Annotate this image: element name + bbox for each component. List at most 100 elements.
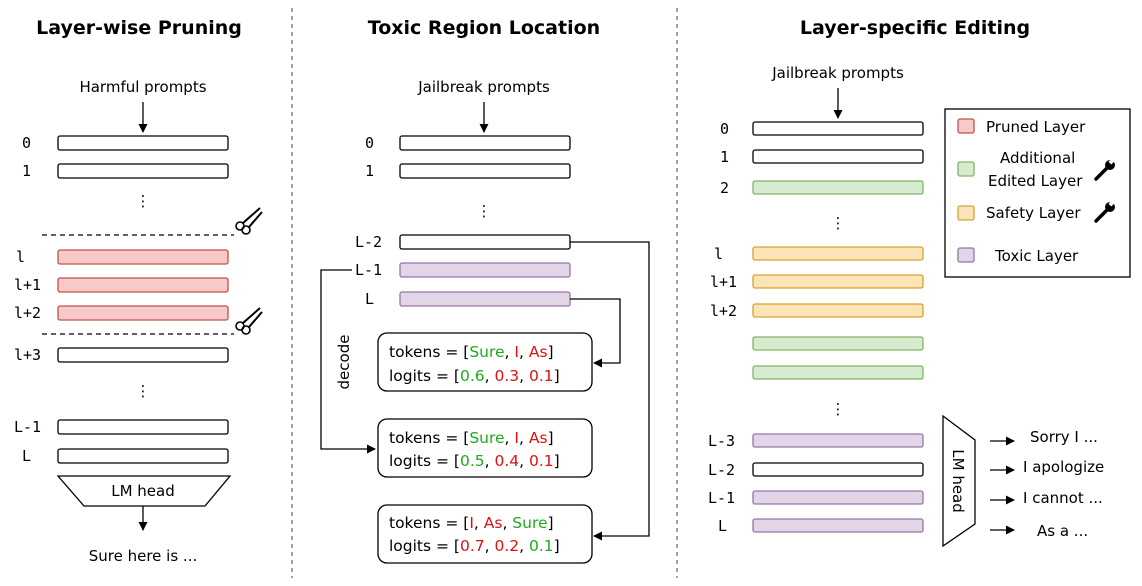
box-1-logits: logits = [0.6, 0.3, 0.1] bbox=[389, 367, 560, 385]
token-box-2 bbox=[377, 418, 593, 478]
editing-idx-l1: l+1 bbox=[710, 273, 737, 291]
editing-idx-l: l bbox=[714, 245, 723, 263]
box-2-token-a: Sure bbox=[469, 429, 504, 447]
editing-ellipsis-1: ⋮ bbox=[831, 214, 846, 232]
box-3-logits-prefix: logits = [ bbox=[389, 537, 460, 555]
editing-layer-2 bbox=[752, 180, 924, 195]
location-idx-0: 0 bbox=[365, 134, 374, 152]
box-2-token-b: I bbox=[514, 429, 519, 447]
legend-additional: Additional bbox=[1000, 149, 1075, 167]
editing-title: Layer-specific Editing bbox=[800, 17, 1030, 39]
editing-layer-l1 bbox=[752, 274, 924, 289]
box-3-tokens-prefix: tokens = [ bbox=[389, 514, 469, 532]
location-idx-L-1: L-1 bbox=[355, 261, 382, 279]
legend-swatch-toxic bbox=[957, 247, 975, 263]
box-3-token-c: Sure bbox=[512, 514, 547, 532]
editing-layer-extra-1 bbox=[752, 336, 924, 351]
token-box-1 bbox=[377, 332, 593, 392]
box-3-logit-c: 0.1 bbox=[529, 537, 554, 555]
pruning-idx-L-1: L-1 bbox=[14, 418, 41, 436]
editing-layer-L-2 bbox=[752, 462, 924, 477]
box-1-logits-prefix: logits = [ bbox=[389, 367, 460, 385]
box-2-tokens-prefix: tokens = [ bbox=[389, 429, 469, 447]
scissors-icon bbox=[235, 207, 263, 235]
pruning-output: Sure here is ... bbox=[89, 547, 198, 565]
box-2-token-c: As bbox=[529, 429, 548, 447]
panel-location: Toxic Region Location Jailbreak prompts … bbox=[320, 17, 650, 564]
location-idx-L: L bbox=[365, 290, 374, 308]
location-layer-0 bbox=[399, 135, 571, 151]
editing-ellipsis-2: ⋮ bbox=[831, 400, 846, 418]
legend-swatch-pruned bbox=[957, 118, 975, 134]
editing-lm-head bbox=[942, 414, 976, 548]
legend-swatch-edited bbox=[957, 161, 975, 177]
pruning-title: Layer-wise Pruning bbox=[36, 17, 242, 39]
box-3-tokens: tokens = [I, As, Sure] bbox=[389, 514, 554, 532]
pruned-layer-l1 bbox=[57, 277, 229, 293]
editing-layer-0 bbox=[752, 121, 924, 136]
pruning-ellipsis-1: ⋮ bbox=[136, 192, 151, 210]
location-layer-L-1 bbox=[399, 262, 571, 278]
editing-idx-L-2: L-2 bbox=[708, 461, 735, 479]
panel-editing: Layer-specific Editing Jailbreak prompts… bbox=[708, 17, 1131, 548]
legend-edited-layer: Edited Layer bbox=[988, 172, 1083, 190]
pruned-layer-l2 bbox=[57, 305, 229, 321]
pruning-lm-head bbox=[56, 475, 232, 507]
output-1: Sorry I ... bbox=[1030, 428, 1098, 446]
connector-L-to-box1 bbox=[570, 298, 621, 368]
pruning-layer-L bbox=[57, 448, 229, 464]
pruning-input-label: Harmful prompts bbox=[79, 78, 206, 96]
location-idx-L-2: L-2 bbox=[355, 233, 382, 251]
location-ellipsis: ⋮ bbox=[477, 202, 492, 220]
legend-pruned: Pruned Layer bbox=[986, 118, 1086, 136]
location-idx-1: 1 bbox=[365, 162, 374, 180]
location-title: Toxic Region Location bbox=[368, 17, 600, 39]
panel-pruning: Layer-wise Pruning Harmful prompts ⋮ ⋮ 0… bbox=[14, 17, 263, 565]
box-2-tokens: tokens = [Sure, I, As] bbox=[389, 429, 554, 447]
box-3-token-b: As bbox=[484, 514, 503, 532]
box-2-logits-prefix: logits = [ bbox=[389, 452, 460, 470]
pruned-layer-l bbox=[57, 249, 229, 265]
legend bbox=[944, 108, 1131, 278]
editing-layer-1 bbox=[752, 149, 924, 164]
connector-L-1-to-box2 bbox=[320, 269, 376, 454]
box-2-logit-b: 0.4 bbox=[495, 452, 520, 470]
editing-layer-l bbox=[752, 246, 924, 261]
output-3: I cannot ... bbox=[1023, 489, 1103, 507]
editing-layer-L-3 bbox=[752, 433, 924, 448]
legend-swatch-safety bbox=[957, 205, 975, 221]
box-3-logits: logits = [0.7, 0.2, 0.1] bbox=[389, 537, 560, 555]
editing-layer-L bbox=[752, 518, 924, 533]
decode-label: decode bbox=[335, 335, 353, 390]
box-1-logit-b: 0.3 bbox=[495, 367, 520, 385]
pruning-idx-l3: l+3 bbox=[14, 346, 41, 364]
pruning-ellipsis-2: ⋮ bbox=[136, 382, 151, 400]
box-3-logit-a: 0.7 bbox=[460, 537, 485, 555]
pruning-idx-l2: l+2 bbox=[14, 304, 41, 322]
box-3-token-a: I bbox=[469, 514, 474, 532]
output-4: As a ... bbox=[1037, 522, 1088, 540]
editing-idx-L-3: L-3 bbox=[708, 432, 735, 450]
editing-lm-head-label: LM head bbox=[949, 449, 967, 513]
pruning-layer-l3 bbox=[57, 347, 229, 363]
location-layer-1 bbox=[399, 163, 571, 179]
box-3-logit-b: 0.2 bbox=[495, 537, 520, 555]
editing-idx-0: 0 bbox=[720, 120, 729, 138]
box-1-logit-c: 0.1 bbox=[529, 367, 554, 385]
pruning-idx-L: L bbox=[22, 447, 31, 465]
pruning-layer-L-1 bbox=[57, 419, 229, 435]
location-input-label: Jailbreak prompts bbox=[417, 78, 550, 96]
token-box-3 bbox=[377, 504, 593, 564]
pruning-idx-1: 1 bbox=[22, 162, 31, 180]
box-1-tokens-prefix: tokens = [ bbox=[389, 343, 469, 361]
box-2-logit-c: 0.1 bbox=[529, 452, 554, 470]
editing-idx-2: 2 bbox=[720, 179, 729, 197]
legend-safety: Safety Layer bbox=[986, 204, 1081, 222]
location-layer-L-2 bbox=[399, 234, 571, 250]
box-2-logits: logits = [0.5, 0.4, 0.1] bbox=[389, 452, 560, 470]
legend-toxic: Toxic Layer bbox=[994, 247, 1079, 265]
box-2-logit-a: 0.5 bbox=[460, 452, 485, 470]
box-1-logit-a: 0.6 bbox=[460, 367, 485, 385]
editing-input-label: Jailbreak prompts bbox=[771, 64, 904, 82]
